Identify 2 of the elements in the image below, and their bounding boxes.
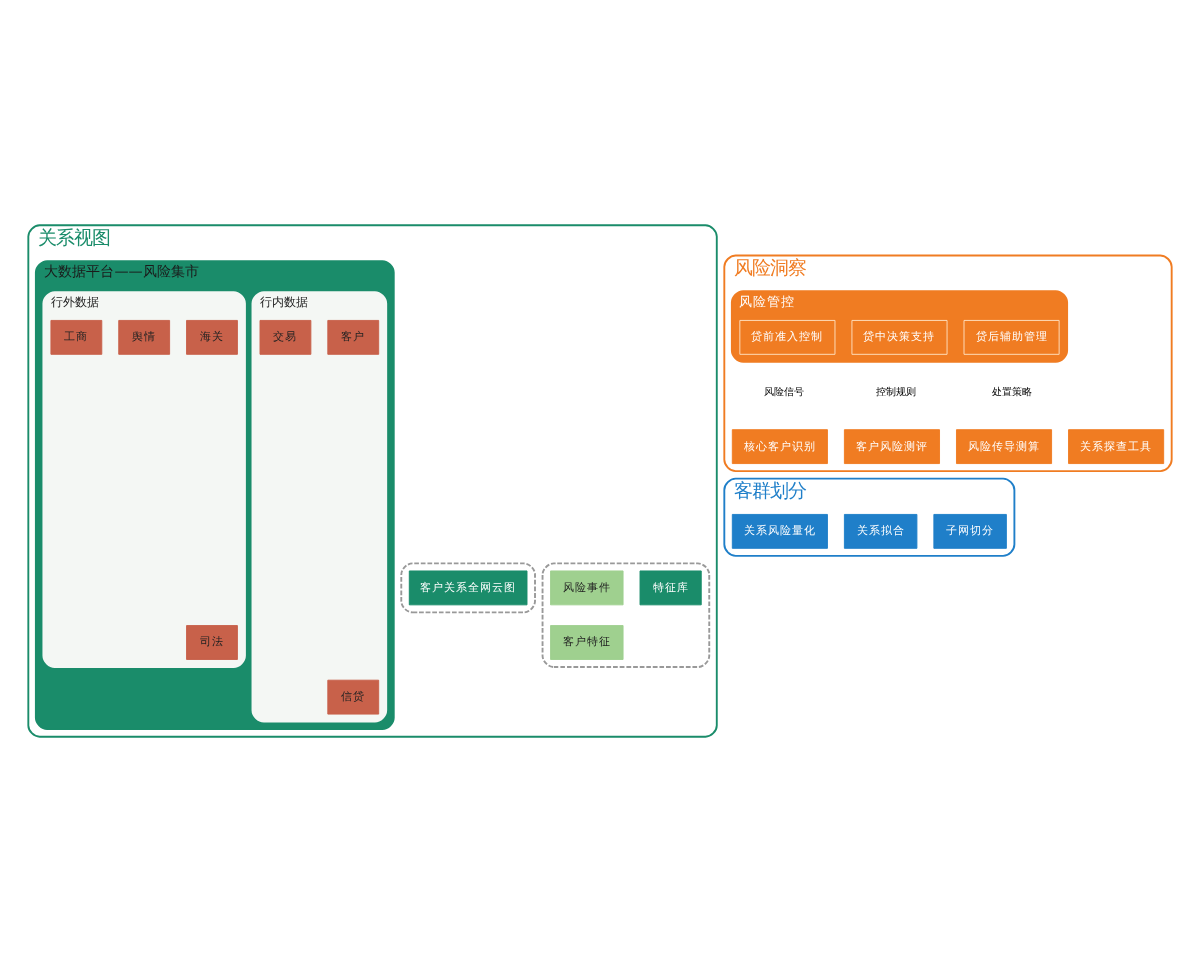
cluster xyxy=(541,561,711,667)
cluster xyxy=(400,561,536,613)
